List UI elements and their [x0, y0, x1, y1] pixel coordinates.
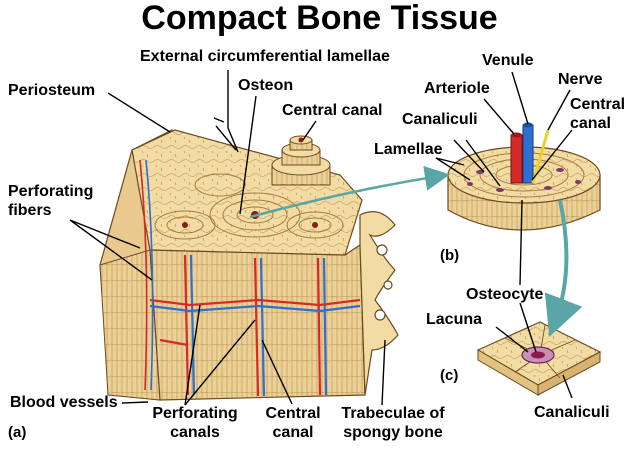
osteon-cylinder [447, 122, 601, 231]
label-central-canal-bottom-line1: Central [265, 405, 321, 422]
osteon-central-canal-2 [182, 222, 188, 228]
venule-vessel [522, 124, 534, 184]
front-vessels [149, 254, 361, 397]
arrow-b-to-c [544, 199, 583, 337]
label-central-canal-b-line1: Central [570, 96, 626, 113]
label-arteriole: Arteriole [424, 80, 490, 97]
block-top-face [131, 129, 363, 256]
panel-label-a: (a) [8, 424, 27, 441]
periosteum-vessels [139, 159, 154, 391]
label-nerve: Nerve [558, 71, 603, 88]
label-blood-vessels: Blood vessels [10, 394, 118, 411]
label-external-circumferential-lamellae: External circumferential lamellae [140, 48, 390, 65]
arteriole-vessel [510, 134, 523, 184]
label-periosteum: Periosteum [8, 82, 96, 99]
osteon-rings [154, 173, 344, 240]
label-central-canal-top: Central canal [282, 102, 383, 119]
label-lamellae: Lamellae [374, 141, 443, 158]
label-osteon: Osteon [238, 77, 294, 94]
label-canaliculi-b: Canaliculi [402, 111, 478, 128]
label-trabeculae-line1: Trabeculae of [341, 405, 445, 422]
bone-block [99, 129, 366, 401]
spongy-bone [359, 211, 399, 396]
label-central-canal-bottom-line2: canal [272, 424, 314, 441]
label-trabeculae-line2: spongy bone [343, 424, 443, 441]
lacuna-block [476, 321, 602, 396]
label-lacuna: Lacuna [426, 311, 483, 328]
label-osteocyte: Osteocyte [466, 286, 544, 303]
label-central-canal-b-line2: canal [570, 115, 611, 132]
panel-label-c: (c) [440, 367, 459, 384]
panel-label-b: (b) [440, 247, 460, 264]
label-venule: Venule [482, 52, 534, 69]
label-perforating-canals-line1: Perforating [152, 405, 238, 422]
nerve-fiber [531, 129, 550, 184]
arrow-a-to-b [249, 165, 450, 219]
osteon-central-canal-3 [312, 222, 318, 228]
label-perforating-canals-line2: canals [170, 424, 220, 441]
label-perforating-fibers-line1: Perforating [8, 183, 94, 200]
label-canaliculi-c: Canaliculi [534, 404, 610, 421]
leader-lines [69, 70, 573, 406]
protruding-osteon [271, 135, 331, 186]
diagram-title: Compact Bone Tissue [141, 0, 498, 37]
label-perforating-fibers-line2: fibers [8, 202, 52, 219]
